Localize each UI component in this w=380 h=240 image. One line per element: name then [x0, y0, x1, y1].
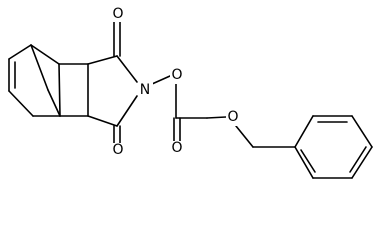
norbornene-ring [8, 44, 89, 117]
atom-oxygen-linker: O [171, 67, 182, 83]
atom-oxygen-bottom: O [112, 142, 123, 158]
atom-oxygen-top: O [112, 6, 123, 22]
bond [351, 146, 373, 179]
bond [87, 55, 118, 65]
bond [351, 115, 373, 148]
bond [116, 55, 138, 83]
label-bg [170, 68, 184, 84]
bridge-bond [47, 89, 61, 117]
label-bg [138, 82, 153, 98]
atom-oxygen-benzyl: O [227, 109, 238, 125]
bond [235, 125, 254, 148]
structure-canvas: O O N O O O [8, 6, 373, 179]
bond [151, 75, 171, 85]
aromatic-inner-bond [300, 149, 316, 173]
label-bg [110, 6, 124, 22]
bond [294, 115, 314, 148]
label-bg [226, 110, 240, 126]
label-bg [110, 143, 124, 159]
bond [116, 95, 138, 127]
imide-ring [87, 21, 138, 144]
bond [8, 90, 34, 117]
carbonate-chain [151, 75, 296, 148]
bridge-bond [30, 44, 49, 91]
atom-labels: O O N O O O [110, 6, 240, 159]
chemical-structure-diagram: O O N O O O [8, 6, 373, 179]
atom-oxygen-carbonyl: O [171, 140, 182, 156]
bond [58, 63, 61, 117]
label-bg [170, 141, 184, 157]
atom-nitrogen: N [140, 82, 150, 98]
aromatic-inner-bond [349, 146, 367, 173]
bond [87, 115, 118, 127]
bond [30, 44, 60, 65]
bond [206, 116, 227, 119]
bond [8, 44, 32, 60]
bond [294, 146, 314, 179]
benzene-ring [294, 115, 373, 179]
